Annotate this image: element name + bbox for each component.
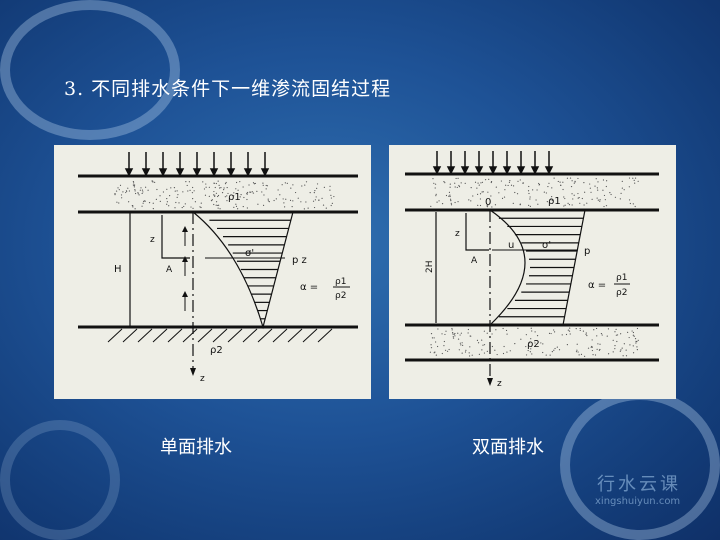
label-2H: 2H (425, 261, 435, 274)
label-alpha: α = (588, 280, 606, 291)
stress-hatching (209, 219, 291, 320)
load-arrow-head (460, 166, 470, 175)
load-arrow-head (260, 168, 270, 177)
label-sigma: σ' (245, 248, 254, 259)
load-arrow-head (530, 166, 540, 175)
watermark-name: 行水云课 (597, 474, 681, 495)
sand-layer (114, 180, 335, 210)
load-arrows (432, 151, 554, 175)
flow-arrow-head (182, 226, 188, 232)
caption-double-drainage: 双面排水 (472, 437, 544, 458)
load-arrow-head (488, 166, 498, 175)
load-arrow-head (175, 168, 185, 177)
flow-arrow-head (182, 291, 188, 297)
label-rho1: ρ1 (548, 196, 561, 207)
load-arrow-head (192, 168, 202, 177)
load-arrow-head (516, 166, 526, 175)
label-rho2: ρ2 (527, 339, 540, 350)
label-p: p z (292, 255, 307, 266)
label-alpha: α = (300, 282, 318, 293)
label-z: z (150, 235, 155, 245)
load-arrow-head (226, 168, 236, 177)
single-drainage-diagram: ρ1 σ' p z α = ρ1 ρ2 ρ2 z H z A (54, 145, 371, 399)
flow-arrows (182, 226, 188, 311)
label-rho1: ρ1 (228, 192, 241, 203)
impermeable-hatch (107, 328, 333, 343)
single-drainage-svg: ρ1 σ' p z α = ρ1 ρ2 ρ2 z H z A (78, 152, 358, 384)
double-drainage-diagram: 0 ρ1 σ' u p α = ρ1 ρ2 ρ2 z 2H z A (389, 145, 676, 399)
load-arrow-head (432, 166, 442, 175)
label-rho2: ρ2 (210, 345, 223, 356)
stress-hatching (498, 217, 584, 318)
label-A: A (166, 265, 173, 275)
label-origin: 0 (485, 197, 491, 208)
load-arrow-head (474, 166, 484, 175)
load-arrows (124, 152, 270, 177)
decorative-swirl (0, 0, 180, 140)
load-arrow-head (158, 168, 168, 177)
label-z: z (455, 229, 460, 239)
load-arrow-head (544, 166, 554, 175)
slide-title: 3. 不同排水条件下一维渗流固结过程 (64, 78, 392, 100)
label-alpha-den: ρ2 (616, 288, 627, 298)
label-sigma: σ' (542, 240, 551, 251)
label-z-axis: z (497, 379, 502, 389)
load-arrow-head (124, 168, 134, 177)
load-arrow-head (209, 168, 219, 177)
label-alpha-den: ρ2 (335, 291, 346, 301)
load-arrow-head (502, 166, 512, 175)
decorative-swirl (560, 390, 720, 540)
double-drainage-svg: 0 ρ1 σ' u p α = ρ1 ρ2 ρ2 z 2H z A (405, 151, 659, 389)
label-z-axis: z (200, 374, 205, 384)
load-arrow-head (446, 166, 456, 175)
load-arrow-head (243, 168, 253, 177)
label-H: H (114, 264, 122, 275)
label-A: A (471, 256, 478, 266)
load-arrow-head (141, 168, 151, 177)
label-p: p (584, 246, 590, 257)
caption-single-drainage: 单面排水 (160, 437, 232, 458)
label-alpha-num: ρ1 (335, 277, 346, 287)
watermark-url: xingshuiyun.com (595, 496, 681, 507)
watermark-logo: 行水云课 xingshuiyun.com (555, 470, 681, 507)
sand-layers (429, 177, 639, 357)
decorative-swirl (0, 420, 120, 540)
flow-arrow-head (182, 256, 188, 262)
label-u: u (508, 240, 514, 251)
label-alpha-num: ρ1 (616, 273, 627, 283)
